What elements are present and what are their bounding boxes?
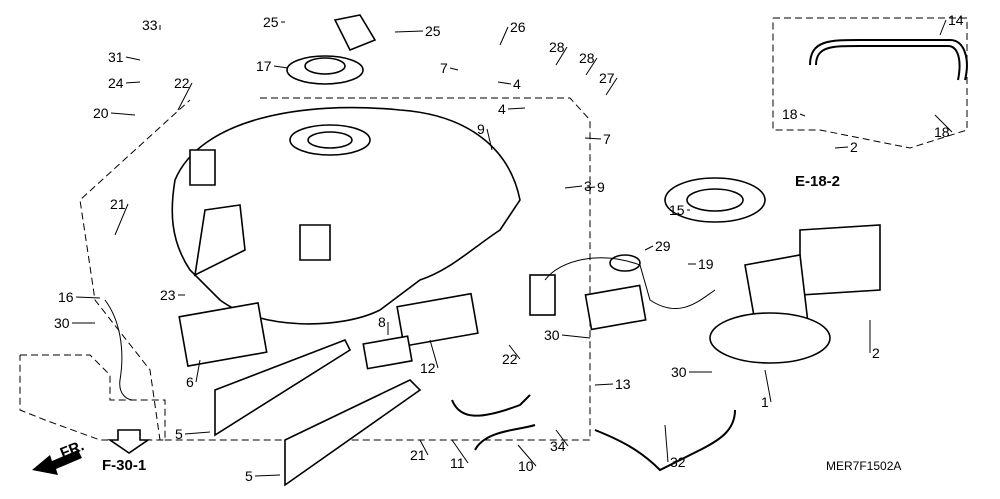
leader-line — [184, 431, 211, 435]
leader-line — [177, 82, 193, 111]
callout-12: 12 — [420, 360, 436, 376]
callout-18: 18 — [782, 106, 798, 122]
leader-line — [934, 114, 953, 133]
callout-27: 27 — [599, 70, 615, 86]
callout-30: 30 — [544, 327, 560, 343]
leader-line — [499, 26, 509, 46]
callout-25: 25 — [263, 14, 279, 30]
callout-22: 22 — [174, 75, 190, 91]
callout-31: 31 — [108, 49, 124, 65]
diagram-code: MER7F1502A — [826, 459, 901, 473]
callout-11: 11 — [450, 455, 465, 471]
leader-line — [605, 77, 618, 96]
leader-line — [555, 46, 568, 66]
callout-20: 20 — [93, 105, 109, 121]
wire-harness — [104, 257, 716, 401]
leader-line — [594, 383, 614, 386]
pads — [178, 292, 479, 487]
callout-32: 32 — [670, 454, 686, 470]
fuel-cap — [286, 14, 377, 85]
reference-e-18-2[interactable]: E-18-2 — [795, 173, 840, 190]
reference-f-30-1[interactable]: F-30-1 — [102, 457, 146, 474]
hoses — [451, 39, 968, 472]
callout-22: 22 — [502, 351, 518, 367]
callout-4: 4 — [513, 76, 521, 92]
leader-line — [429, 339, 439, 369]
callout-9: 9 — [597, 179, 605, 195]
leader-line — [764, 369, 772, 403]
callout-2: 2 — [872, 345, 880, 361]
callout-10: 10 — [518, 458, 534, 474]
callout-6: 6 — [186, 374, 194, 390]
leader-line — [419, 439, 429, 456]
leader-line — [561, 334, 591, 339]
callout-30: 30 — [54, 315, 70, 331]
callout-13: 13 — [615, 376, 631, 392]
leader-lines — [72, 19, 953, 477]
callout-33: 33 — [142, 17, 158, 33]
front-arrow-icon: FR. — [32, 437, 87, 475]
callout-21: 21 — [110, 196, 126, 212]
callout-23: 23 — [160, 287, 176, 303]
leader-line — [555, 429, 569, 447]
callout-21: 21 — [410, 447, 426, 463]
callout-30: 30 — [671, 364, 687, 380]
callout-3: 3 — [584, 178, 592, 194]
callout-34: 34 — [550, 438, 566, 454]
leader-line — [195, 359, 201, 383]
callout-5: 5 — [245, 468, 253, 484]
leader-line — [834, 146, 849, 149]
callout-7: 7 — [603, 131, 611, 147]
callout-2: 2 — [850, 139, 858, 155]
reference-arrow-icon — [107, 429, 151, 454]
leader-line — [799, 113, 806, 117]
leader-line — [394, 30, 424, 33]
leader-line — [273, 65, 289, 69]
leader-line — [110, 112, 136, 116]
group-boundaries — [19, 17, 968, 441]
callout-28: 28 — [549, 39, 565, 55]
leader-line — [125, 56, 141, 61]
leader-line — [75, 296, 101, 299]
callout-28: 28 — [579, 50, 595, 66]
leader-line — [939, 19, 947, 36]
callout-24: 24 — [108, 75, 124, 91]
callout-14: 14 — [948, 12, 964, 28]
leader-line — [451, 439, 469, 464]
callout-29: 29 — [655, 238, 671, 254]
leader-line — [584, 137, 602, 140]
callout-7: 7 — [440, 60, 448, 76]
callout-1: 1 — [761, 394, 769, 410]
leader-line — [664, 424, 669, 463]
callout-19: 19 — [698, 256, 714, 272]
callout-9: 9 — [477, 121, 485, 137]
front-label: FR. — [58, 437, 87, 462]
callout-15: 15 — [669, 202, 685, 218]
callout-25: 25 — [425, 23, 441, 39]
callout-4: 4 — [498, 101, 506, 117]
callout-16: 16 — [58, 289, 74, 305]
leader-line — [585, 57, 598, 76]
callout-8: 8 — [378, 314, 386, 330]
leader-line — [125, 81, 141, 84]
leader-line — [507, 107, 526, 110]
leader-line — [497, 81, 512, 85]
leader-line — [114, 203, 129, 236]
leader-line — [254, 474, 281, 477]
leader-line — [508, 344, 521, 360]
leader-line — [517, 444, 537, 467]
callout-18: 18 — [934, 124, 950, 140]
leader-line — [564, 185, 583, 189]
leader-line — [644, 245, 654, 251]
leader-line — [486, 128, 493, 151]
callout-26: 26 — [510, 19, 526, 35]
leader-line — [449, 67, 459, 71]
callout-5: 5 — [175, 426, 183, 442]
callout-17: 17 — [256, 58, 272, 74]
leader-line — [584, 186, 596, 189]
fuel-tank — [171, 106, 521, 325]
